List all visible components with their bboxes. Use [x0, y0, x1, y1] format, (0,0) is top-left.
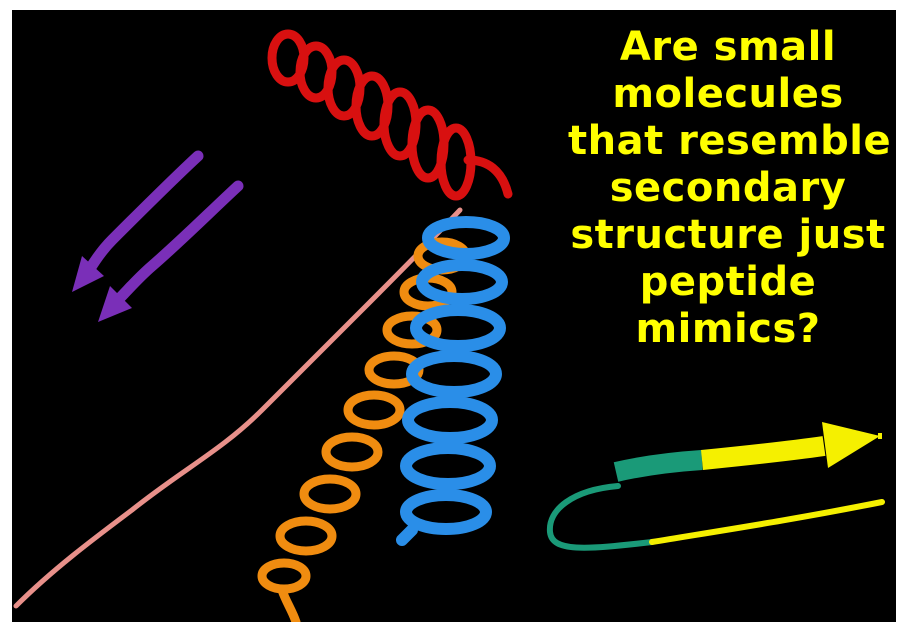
blue-alpha-helix [402, 222, 504, 540]
question-line: mimics? [568, 306, 888, 353]
question-line: molecules [568, 71, 888, 118]
question-line: that resemble [568, 118, 888, 165]
slide-question: Are small molecules that resemble second… [568, 24, 888, 353]
question-line: Are small [568, 24, 888, 71]
beta-hairpin [550, 422, 882, 548]
question-line: secondary [568, 165, 888, 212]
red-alpha-helix [272, 34, 508, 196]
purple-beta-strands [72, 156, 238, 322]
slide: Are small molecules that resemble second… [12, 10, 896, 622]
question-line: peptide [568, 259, 888, 306]
question-line: structure just [568, 212, 888, 259]
